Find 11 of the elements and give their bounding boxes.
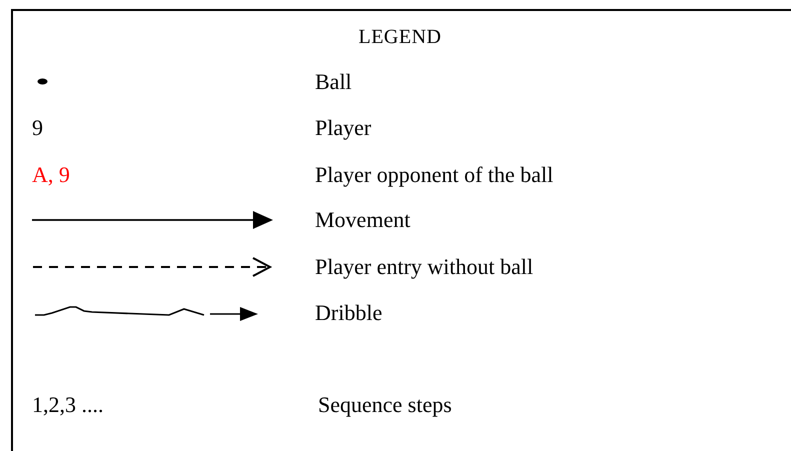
legend-text: Sequence steps: [318, 392, 452, 418]
legend-title: LEGEND: [358, 25, 442, 50]
legend-text: Player: [315, 115, 372, 141]
player-number: 9: [32, 115, 43, 141]
legend-text: Movement: [315, 207, 410, 233]
legend-text: Ball: [315, 69, 352, 95]
opponent-label: A, 9: [32, 162, 70, 188]
legend-text: Player entry without ball: [315, 254, 534, 280]
legend-text: Player opponent of the ball: [315, 162, 554, 188]
sequence-label: 1,2,3 ....: [32, 392, 104, 418]
legend-text: Dribble: [315, 300, 382, 326]
